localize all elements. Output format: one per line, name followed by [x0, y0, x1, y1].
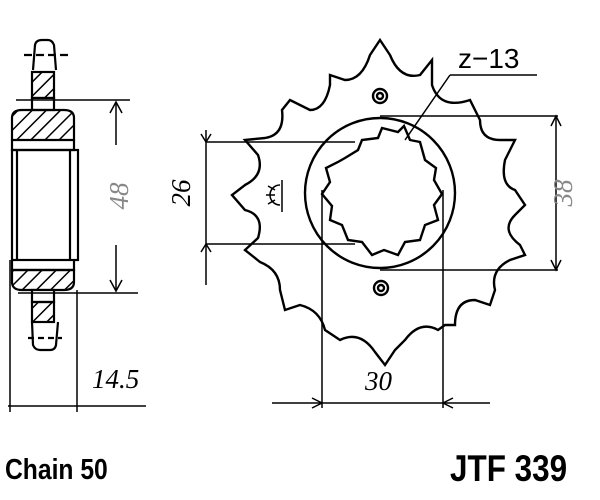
front-view	[200, 37, 562, 409]
dim-38: 38	[548, 179, 578, 208]
dim-48: 48	[104, 182, 134, 210]
teeth-label: z−13	[458, 43, 520, 74]
chain-label: Chain 50	[5, 454, 108, 486]
dim-26: 26	[166, 179, 196, 207]
part-number: JTF 339	[450, 448, 568, 489]
dim-30: 30	[364, 366, 393, 396]
dim-14-5: 14.5	[92, 364, 139, 394]
side-view	[8, 38, 146, 412]
